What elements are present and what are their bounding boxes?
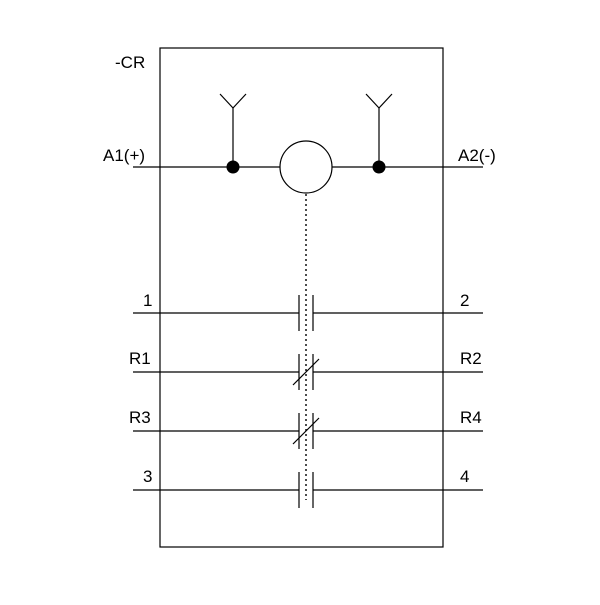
contact-label-right: 2 [460,291,469,310]
contact-label-left: R3 [129,408,151,427]
contact-label-left: R1 [129,349,151,368]
nc-contact-icon [292,413,320,449]
contact-label-right: R4 [460,408,482,427]
coil-label-left: A1(+) [103,146,145,165]
coil-symbol [279,140,333,194]
device-enclosure [159,47,444,548]
coil-label-right: A2(-) [458,146,496,165]
contact-label-left: 3 [143,467,152,486]
coil-row: A1(+) A2(-) [103,93,496,194]
contact-row-1: 1 2 [133,291,483,331]
contact-label-left: 1 [143,291,152,310]
no-contact-icon [298,295,314,331]
nc-contact-icon [292,354,320,390]
no-contact-icon [298,472,314,508]
contact-row-4: 3 4 [133,467,483,508]
coil-terminal-right-icon [365,93,393,167]
contact-label-right: 4 [460,467,469,486]
coil-terminal-left-icon [219,93,247,167]
contact-row-3: R3 R4 [129,408,483,449]
device-tag: -CR [115,53,145,72]
contact-label-right: R2 [460,349,482,368]
contact-row-2: R1 R2 [129,349,483,390]
